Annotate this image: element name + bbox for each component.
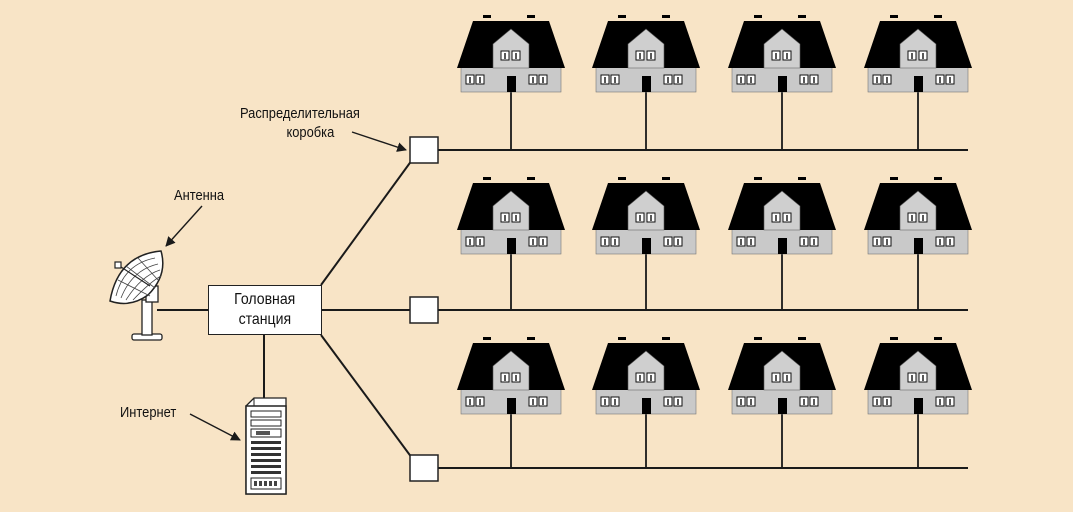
distribution-box-bottom — [409, 454, 439, 482]
distribution-box-middle — [409, 296, 439, 324]
distribution-box-label: Распределительная коробка — [240, 104, 360, 142]
antenna-label: Антенна — [174, 187, 225, 204]
house-icon — [456, 14, 566, 93]
distribution-box-label-line2: коробка — [286, 124, 335, 141]
head-end-label-line1: Головная — [234, 291, 296, 308]
house-icon — [456, 336, 566, 415]
internet-label: Интернет — [120, 404, 177, 421]
head-end-label-line2: станция — [238, 311, 292, 328]
house-icon — [591, 336, 701, 415]
callout-arrows — [165, 131, 407, 441]
feeder-lines — [157, 159, 413, 459]
distribution-boxes — [409, 136, 439, 482]
house-icon — [863, 336, 973, 415]
house-icon — [727, 14, 837, 93]
house-icon — [727, 176, 837, 255]
house-icon — [863, 14, 973, 93]
distribution-box-label-line1: Распределительная — [240, 105, 360, 122]
internet-server — [245, 397, 287, 495]
house-icon — [591, 176, 701, 255]
antenna-dish — [109, 250, 164, 341]
house-icon — [727, 336, 837, 415]
house-rows — [438, 14, 973, 469]
house-icon — [456, 176, 566, 255]
head-end-box: Головная станция — [208, 285, 322, 335]
house-icon — [863, 176, 973, 255]
house-icon — [591, 14, 701, 93]
distribution-box-top — [409, 136, 439, 164]
